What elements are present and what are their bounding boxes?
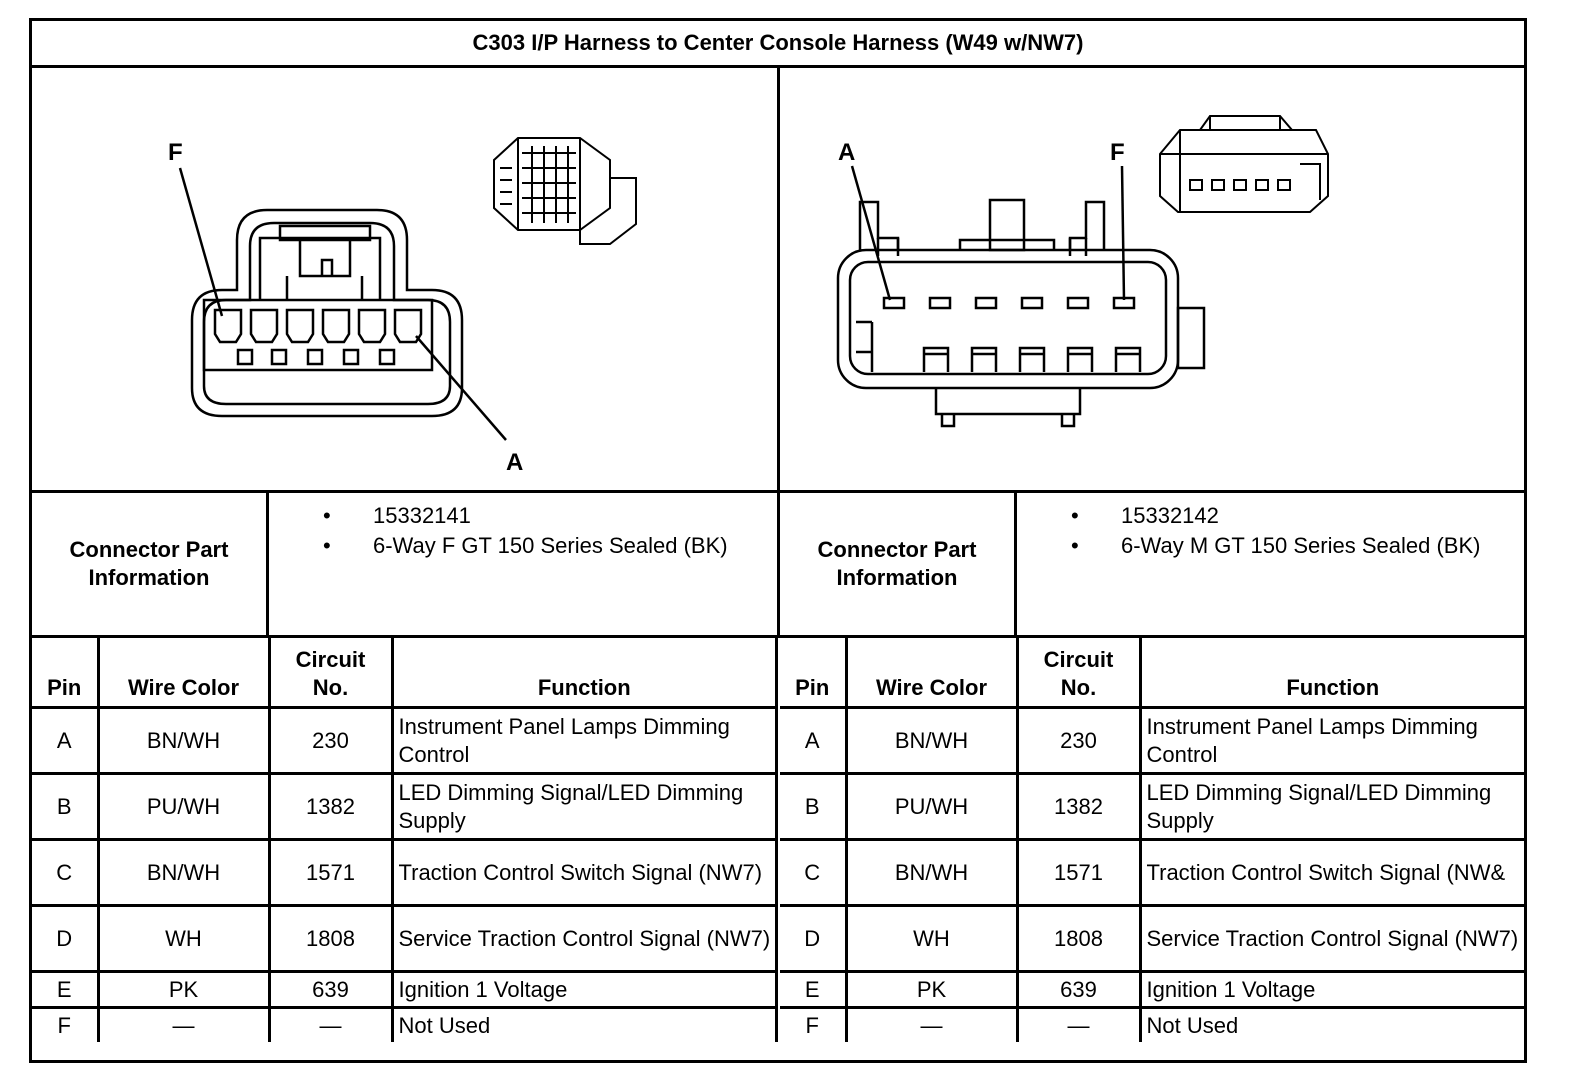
- table-row: A BN/WH 230 Instrument Panel Lamps Dimmi…: [32, 706, 778, 775]
- part-description: 6-Way F GT 150 Series Sealed (BK): [269, 531, 771, 561]
- part-info-male: Connector Part Information 15332142 6-Wa…: [780, 493, 1524, 638]
- table-row: D WH 1808 Service Traction Control Signa…: [32, 904, 778, 973]
- table-row: C BN/WH 1571 Traction Control Switch Sig…: [780, 838, 1524, 907]
- terminal-pins-top: [882, 296, 1136, 310]
- pin-a-callout: A: [838, 139, 855, 166]
- part-info-label: Connector Part Information: [780, 493, 1017, 635]
- part-info-list: 15332142 6-Way M GT 150 Series Sealed (B…: [1017, 501, 1518, 561]
- table-row: C BN/WH 1571 Traction Control Switch Sig…: [32, 838, 778, 907]
- table-row: F — — Not Used: [780, 1006, 1524, 1042]
- part-description: 6-Way M GT 150 Series Sealed (BK): [1017, 531, 1518, 561]
- table-row: B PU/WH 1382 LED Dimming Signal/LED Dimm…: [32, 772, 778, 841]
- pin-f-callout: F: [1110, 139, 1125, 166]
- table-row: D WH 1808 Service Traction Control Signa…: [780, 904, 1524, 973]
- cavity-pins: [213, 308, 423, 344]
- part-info-female: Connector Part Information 15332141 6-Wa…: [32, 493, 780, 638]
- connector-3d-thumbnail: [1159, 115, 1329, 213]
- part-info-list: 15332141 6-Way F GT 150 Series Sealed (B…: [269, 501, 771, 561]
- table-row: F — — Not Used: [32, 1006, 778, 1042]
- table-row: E PK 639 Ignition 1 Voltage: [780, 970, 1524, 1009]
- table-row: E PK 639 Ignition 1 Voltage: [32, 970, 778, 1009]
- page-title: C303 I/P Harness to Center Console Harne…: [32, 21, 1524, 68]
- part-number: 15332142: [1017, 501, 1518, 531]
- terminal-pins-bottom: [922, 346, 1142, 372]
- part-number: 15332141: [269, 501, 771, 531]
- header-wire-color: Wire Color: [844, 638, 1019, 709]
- header-function: Function: [390, 638, 778, 709]
- connector-3d-thumbnail: [493, 137, 637, 245]
- male-connector-diagram: A F: [780, 68, 1524, 493]
- pin-a-callout: A: [506, 449, 523, 476]
- pin-f-callout: F: [168, 139, 183, 166]
- part-info-label: Connector Part Information: [32, 493, 269, 635]
- header-pin: Pin: [780, 638, 848, 709]
- table-row: B PU/WH 1382 LED Dimming Signal/LED Dimm…: [780, 772, 1524, 841]
- header-function: Function: [1138, 638, 1524, 709]
- header-pin: Pin: [32, 638, 100, 709]
- header-wire-color: Wire Color: [96, 638, 271, 709]
- female-connector-diagram: F A: [32, 68, 780, 493]
- connector-sheet: C303 I/P Harness to Center Console Harne…: [29, 18, 1527, 1063]
- table-row: A BN/WH 230 Instrument Panel Lamps Dimmi…: [780, 706, 1524, 775]
